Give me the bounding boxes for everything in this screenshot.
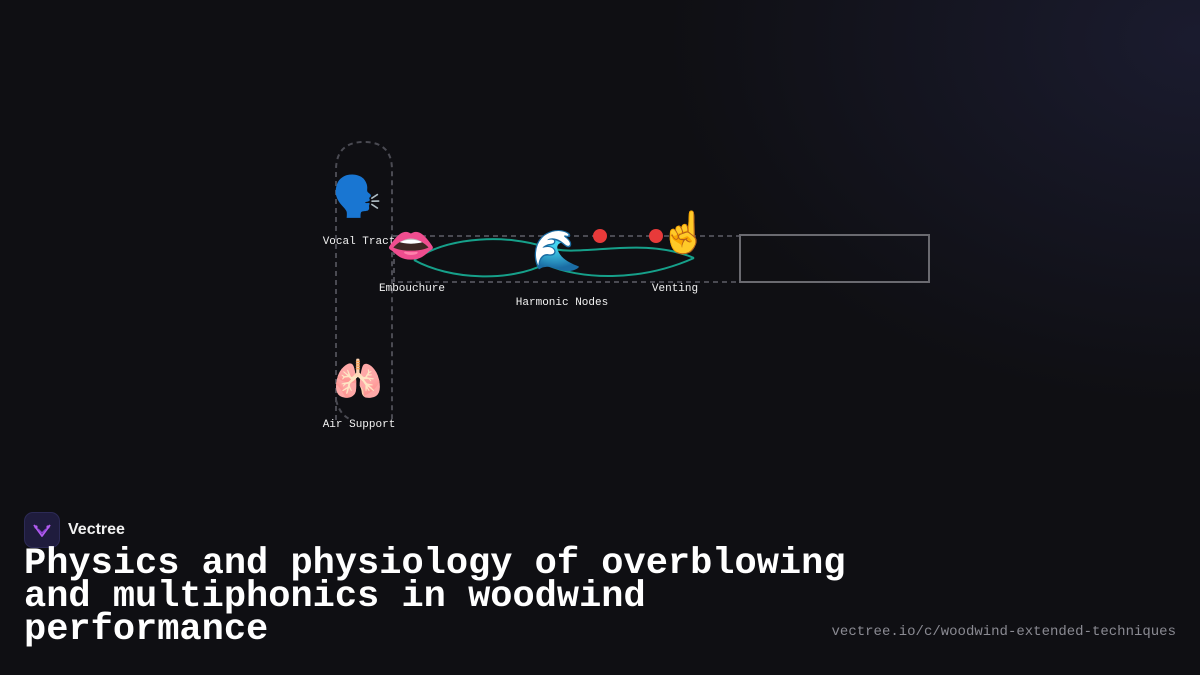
pointing-finger-icon: ☝️ — [659, 210, 709, 256]
venting-label: Venting — [651, 283, 699, 295]
harmonic-node-dot — [649, 229, 663, 243]
instrument-bell-outline — [739, 234, 930, 283]
harmonic-nodes-label: Harmonic Nodes — [515, 297, 609, 309]
harmonic-node-dot — [593, 229, 607, 243]
standing-wave-lower — [413, 257, 695, 278]
brand: Vectree — [24, 512, 125, 548]
water-wave-icon: 🌊 — [532, 228, 582, 274]
mouth-icon: 👄 — [386, 223, 436, 269]
air-support-label: Air Support — [322, 419, 396, 431]
brand-name: Vectree — [68, 521, 125, 538]
course-url[interactable]: vectree.io/c/woodwind-extended-technique… — [831, 624, 1176, 640]
speaking-head-icon: 🗣️ — [332, 174, 382, 220]
embouchure-label: Embouchure — [378, 283, 446, 295]
airway-bottom — [335, 399, 353, 421]
page-title: Physics and physiology of overblowing an… — [24, 543, 846, 651]
vocal-tract-label: Vocal Tract — [322, 236, 396, 248]
standing-wave-upper — [413, 238, 695, 261]
vectree-logo-icon — [24, 512, 60, 548]
lungs-icon: 🫁 — [333, 357, 383, 403]
